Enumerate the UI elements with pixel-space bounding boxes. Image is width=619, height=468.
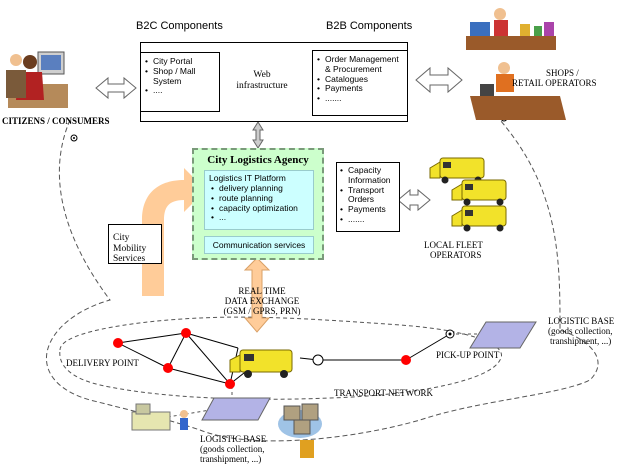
double-arrow-left (95, 76, 137, 100)
logistic-base-right-label-1: LOGISTIC BASE (548, 316, 615, 326)
list-item: capacity optimization (211, 203, 298, 214)
shops-label-2: RETAIL OPERATORS (512, 78, 597, 88)
van-icon-network (229, 349, 293, 378)
fleet-label-2: OPERATORS (430, 250, 482, 260)
list-item: .... (145, 86, 215, 96)
platform-list: delivery planning route planning capacit… (211, 183, 298, 223)
logistic-base-right-label-3: transhipment, ...) (550, 336, 612, 346)
transport-network-label: TRANSPORT NETWORK (334, 388, 434, 398)
city-mobility-services-box: City Mobility Services (108, 224, 162, 264)
citizens-label: CITIZENS / CONSUMERS (2, 116, 110, 126)
logistic-base-right-shape (469, 321, 537, 349)
b2b-components-box: Order Management & Procurement Catalogue… (312, 50, 408, 116)
web-infra-line2: infrastructure (236, 80, 288, 91)
logistics-it-platform-box: Logistics IT Platform delivery planning … (204, 170, 314, 230)
realtime-label-1: REAL TIME (238, 286, 286, 296)
list-item: Payments (340, 204, 397, 215)
web-infra-line1: Web (253, 70, 271, 80)
realtime-label-2: DATA EXCHANGE (224, 296, 300, 306)
logistic-base-right-label-2: (goods collection, (548, 326, 613, 336)
b2c-header: B2C Components (136, 20, 223, 32)
platform-title: Logistics IT Platform (209, 173, 286, 183)
double-arrow-right (415, 66, 463, 94)
logistic-base-bottom-label-2: (goods collection, (200, 444, 265, 454)
agency-title: City Logistics Agency (207, 154, 309, 166)
network-edges (117, 332, 451, 385)
crates-icon (278, 403, 322, 458)
node (401, 355, 411, 365)
warehouse-worker-icon (131, 403, 188, 431)
list-item: route planning (211, 193, 298, 204)
list-item: ....... (317, 93, 403, 104)
node (312, 354, 324, 366)
list-item: ....... (340, 214, 397, 225)
communication-services-box: Communication services (204, 236, 314, 254)
list-item: Payments (317, 84, 403, 94)
retail-operator-icon (470, 62, 566, 120)
b2b-list: Order Management & Procurement Catalogue… (317, 54, 403, 104)
van-icon-fleet-2 (451, 179, 507, 206)
citizens-consumers-icon (6, 51, 68, 108)
fleet-label-1: LOCAL FLEET (424, 240, 483, 250)
capacity-list: Capacity Information Transport Orders Pa… (340, 165, 397, 225)
list-item: Order Management & Procurement (317, 54, 403, 75)
shops-label-1: SHOPS / (546, 68, 579, 78)
delivery-point-label: DELIVERY POINT (66, 358, 139, 368)
node (73, 137, 75, 139)
list-item: Capacity Information (340, 165, 397, 186)
double-arrow-vertical (252, 121, 264, 149)
b2c-components-box: City Portal Shop / Mall System .... (140, 52, 220, 112)
orange-curved-arrow (142, 168, 206, 296)
list-item: Transport Orders (340, 185, 397, 206)
dashed-outer-loop (46, 119, 599, 442)
web-infrastructure-label: Web infrastructure (232, 70, 292, 91)
list-item: Shop / Mall System (145, 66, 215, 87)
dashed-network-region (59, 316, 502, 400)
city-logistics-agency-box: City Logistics Agency Logistics IT Platf… (192, 148, 324, 260)
b2b-header: B2B Components (326, 20, 413, 32)
realtime-label-3: (GSM / GPRS, PRN) (223, 306, 301, 316)
network-nodes (70, 114, 508, 389)
node (448, 332, 452, 336)
b2c-list: City Portal Shop / Mall System .... (145, 56, 215, 96)
node (163, 363, 173, 373)
shop-counter-icon (466, 8, 556, 50)
node (181, 328, 191, 338)
list-item: delivery planning (211, 183, 298, 194)
capacity-box: Capacity Information Transport Orders Pa… (336, 162, 400, 232)
van-icon-fleet-3 (451, 205, 507, 232)
list-item: ... (211, 213, 298, 223)
list-item: City Portal (145, 56, 215, 67)
logistic-base-bottom-label-3: transhipment, ...) (200, 454, 262, 464)
logistic-base-bottom-label-1: LOGISTIC BASE (200, 434, 267, 444)
node (113, 338, 123, 348)
pickup-point-label: PICK-UP POINT (436, 350, 500, 360)
orange-realtime-arrow (243, 257, 271, 333)
list-item: Catalogues (317, 74, 403, 85)
mobility-line2: Services (113, 254, 146, 264)
node (225, 379, 235, 389)
logistic-base-bottom-shape (201, 397, 271, 421)
double-arrow-fleet (397, 188, 431, 212)
mobility-line1: City Mobility (113, 233, 147, 254)
